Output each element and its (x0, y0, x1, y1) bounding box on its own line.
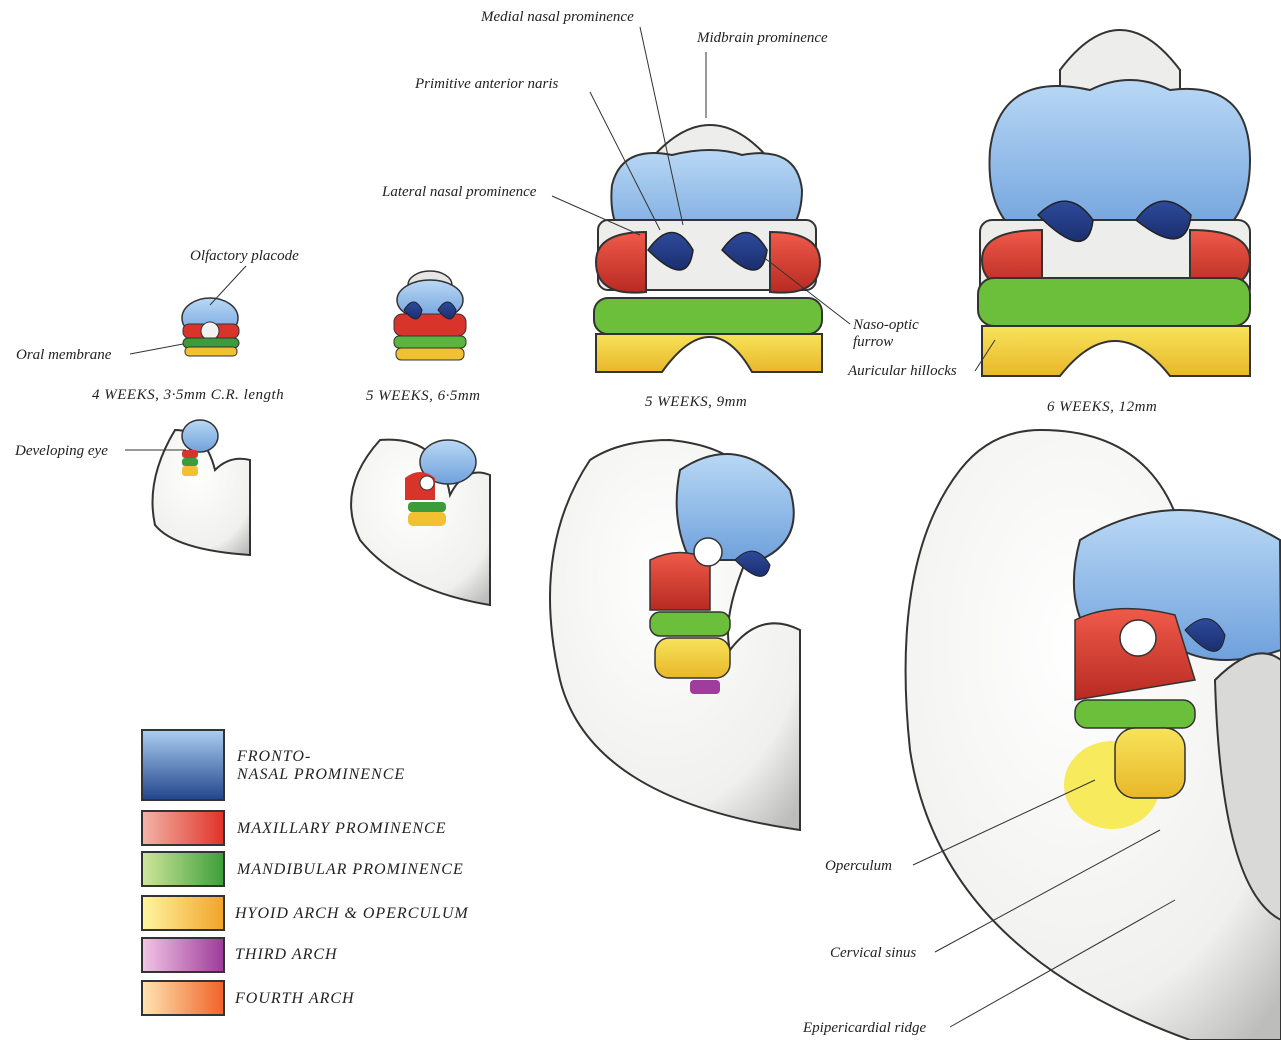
front-view-4-weeks (182, 298, 239, 356)
side-view-5-weeks-small (351, 440, 490, 605)
label-midbrain-prominence: Midbrain prominence (697, 30, 828, 47)
label-developing-eye: Developing eye (15, 443, 108, 460)
legend-label: MAXILLARY PROMINENCE (237, 820, 446, 838)
stage-caption: 5 WEEKS, 6·5mm (366, 388, 481, 405)
label-olfactory-placode: Olfactory placode (190, 248, 299, 265)
legend-label: HYOID ARCH & OPERCULUM (235, 905, 469, 923)
stage-caption: 6 WEEKS, 12mm (1047, 399, 1157, 416)
legend-swatch-maxillary (141, 810, 225, 846)
legend-swatch-mandibular (141, 851, 225, 887)
legend-label: FRONTO- NASAL PROMINENCE (237, 748, 405, 785)
label-lateral-nasal-prominence: Lateral nasal prominence (382, 184, 536, 201)
legend-swatch-fourth-arch (141, 980, 225, 1016)
side-view-6-weeks (906, 430, 1281, 1040)
label-medial-nasal-prominence: Medial nasal prominence (481, 9, 634, 26)
legend-swatch-third-arch (141, 937, 225, 973)
side-view-4-weeks (153, 420, 251, 555)
front-view-6-weeks (978, 30, 1250, 376)
stage-caption: 5 WEEKS, 9mm (645, 394, 747, 411)
label-oral-membrane: Oral membrane (16, 347, 111, 364)
legend-swatch-frontonasal (141, 729, 225, 801)
front-view-5-weeks-small (394, 271, 466, 360)
legend-swatch-hyoid (141, 895, 225, 931)
legend-label: MANDIBULAR PROMINENCE (237, 861, 464, 879)
label-auricular-hillocks: Auricular hillocks (848, 363, 957, 380)
label-primitive-anterior-naris: Primitive anterior naris (415, 76, 558, 93)
label-epipericardial-ridge: Epipericardial ridge (803, 1020, 926, 1037)
side-view-5-weeks-large (550, 440, 800, 830)
label-naso-optic-furrow: Naso-optic furrow (853, 317, 919, 350)
label-cervical-sinus: Cervical sinus (830, 945, 916, 962)
label-operculum: Operculum (825, 858, 892, 875)
stage-caption: 4 WEEKS, 3·5mm C.R. length (92, 387, 284, 404)
front-view-5-weeks-large (594, 125, 822, 372)
legend-label: FOURTH ARCH (235, 990, 355, 1008)
legend-label: THIRD ARCH (235, 946, 338, 964)
